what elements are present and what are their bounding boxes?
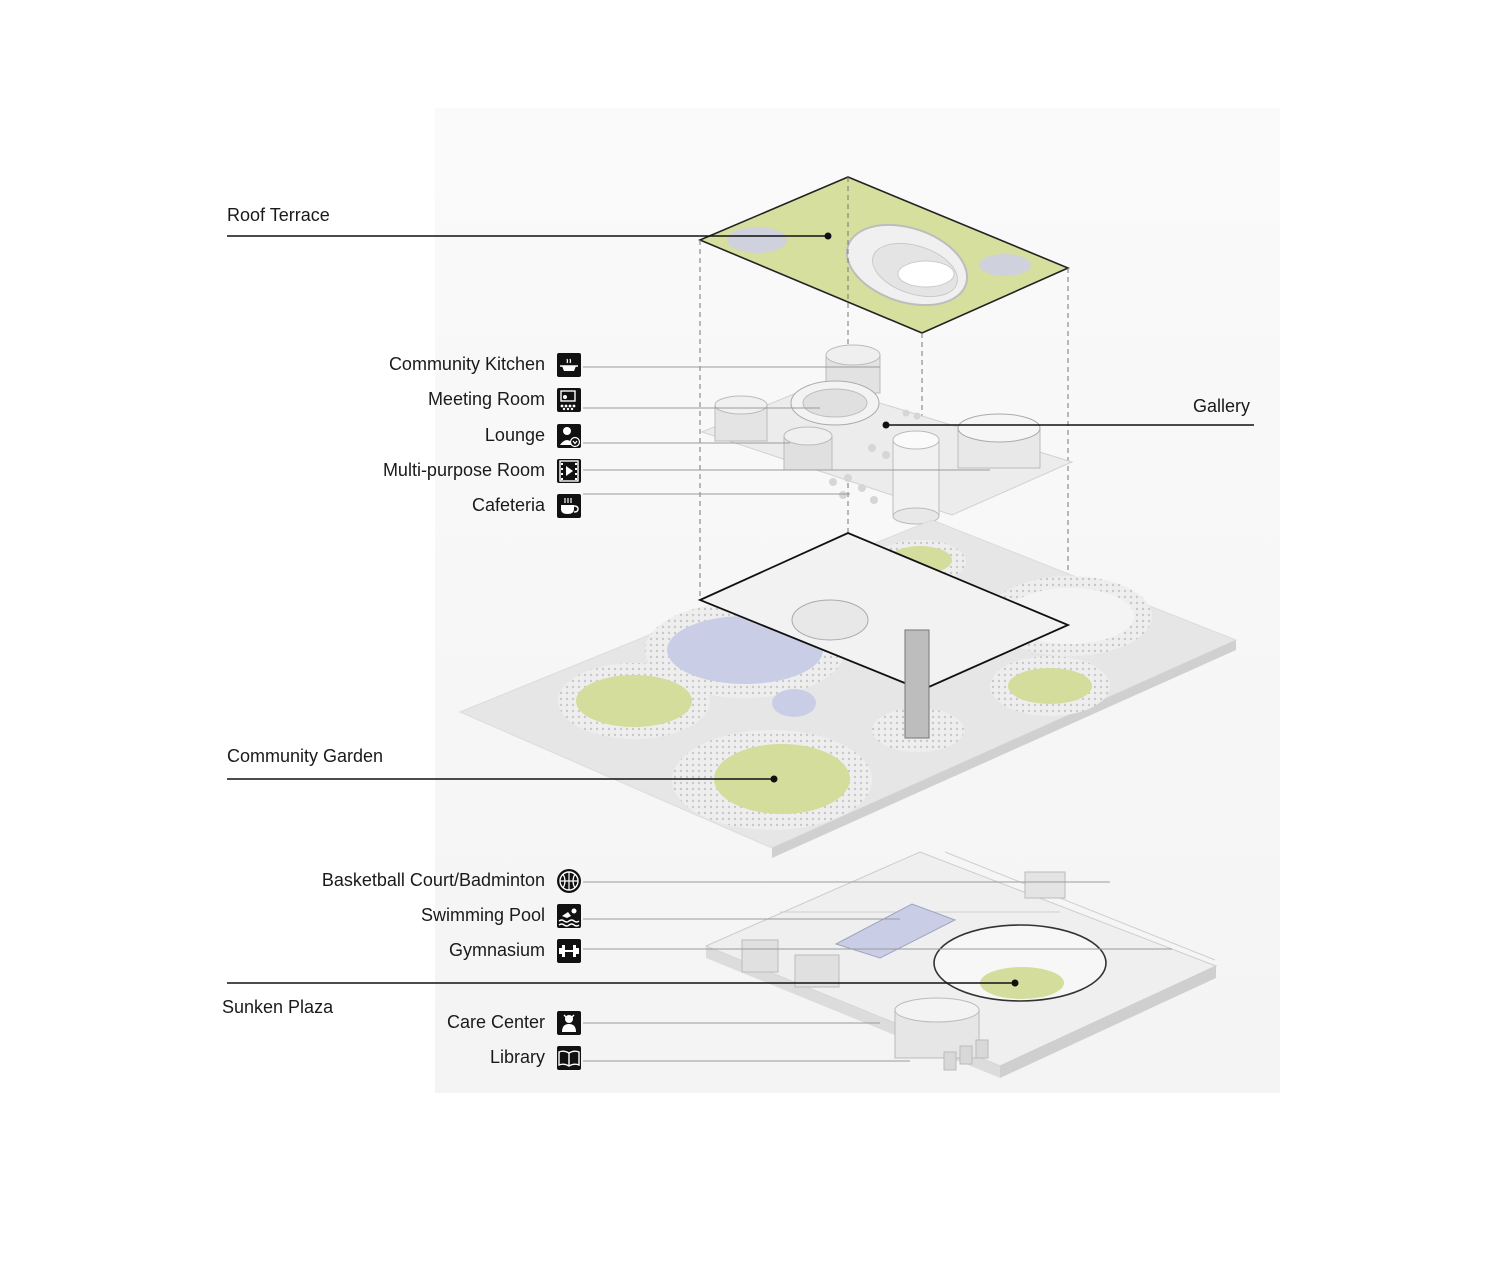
label-cafeteria: Cafeteria bbox=[471, 495, 545, 515]
label-multi-purpose-room: Multi-purpose Room bbox=[382, 460, 545, 480]
meeting-board-icon bbox=[557, 388, 581, 412]
label-library: Library bbox=[489, 1047, 545, 1067]
sunken-plaza-lawn bbox=[980, 967, 1064, 999]
cafeteria-tables bbox=[829, 409, 921, 504]
roof-skylight-right bbox=[979, 254, 1031, 276]
roof-terrace-layer bbox=[697, 176, 1071, 334]
gallery-floor-slab bbox=[700, 383, 1074, 516]
roof-oculus bbox=[897, 260, 955, 288]
label-gallery: Gallery bbox=[1193, 396, 1251, 416]
garden-lawn-1 bbox=[576, 675, 692, 727]
gallery-floor-layer bbox=[700, 344, 1074, 525]
roof-skylight-left bbox=[727, 227, 787, 253]
label-basketball: Basketball Court/Badminton bbox=[321, 870, 545, 890]
open-book-icon bbox=[557, 1046, 581, 1070]
coffee-cup-icon bbox=[557, 494, 581, 518]
label-sunken-plaza: Sunken Plaza bbox=[222, 997, 334, 1017]
label-care-center: Care Center bbox=[446, 1012, 545, 1032]
basketball-icon bbox=[557, 869, 581, 893]
basketball-court bbox=[1024, 871, 1066, 899]
leader-lines bbox=[227, 232, 1254, 1062]
gallery-core bbox=[892, 439, 940, 517]
dumbbell-icon bbox=[557, 939, 581, 963]
label-gymnasium: Gymnasium bbox=[448, 940, 545, 960]
label-community-garden: Community Garden bbox=[227, 746, 384, 766]
gallery-floor-plate bbox=[697, 532, 1071, 691]
community-garden-layer bbox=[458, 519, 1238, 858]
cooking-pot-icon bbox=[557, 353, 581, 377]
garden-lawn-2 bbox=[714, 744, 850, 814]
swimmer-icon bbox=[557, 904, 581, 928]
ground-oval-room bbox=[791, 599, 869, 641]
care-center-icon bbox=[557, 1011, 581, 1035]
label-community-kitchen: Community Kitchen bbox=[388, 354, 545, 374]
ground-plane-edge bbox=[772, 640, 1236, 858]
care-volume bbox=[741, 939, 779, 973]
label-meeting-room: Meeting Room bbox=[427, 389, 545, 409]
swimming-pool bbox=[834, 903, 957, 959]
stair-tower bbox=[904, 629, 930, 739]
garden-lawn-3 bbox=[1008, 668, 1092, 704]
label-roof-terrace: Roof Terrace bbox=[227, 205, 330, 225]
label-swimming-pool: Swimming Pool bbox=[420, 905, 545, 925]
film-play-icon bbox=[557, 459, 581, 483]
person-lounge-icon bbox=[557, 424, 581, 448]
gym-volume bbox=[794, 954, 840, 988]
label-lounge: Lounge bbox=[484, 425, 545, 445]
small-pond bbox=[772, 689, 816, 717]
sunken-plaza-layer bbox=[704, 851, 1218, 1078]
library-shelves bbox=[943, 1039, 989, 1071]
